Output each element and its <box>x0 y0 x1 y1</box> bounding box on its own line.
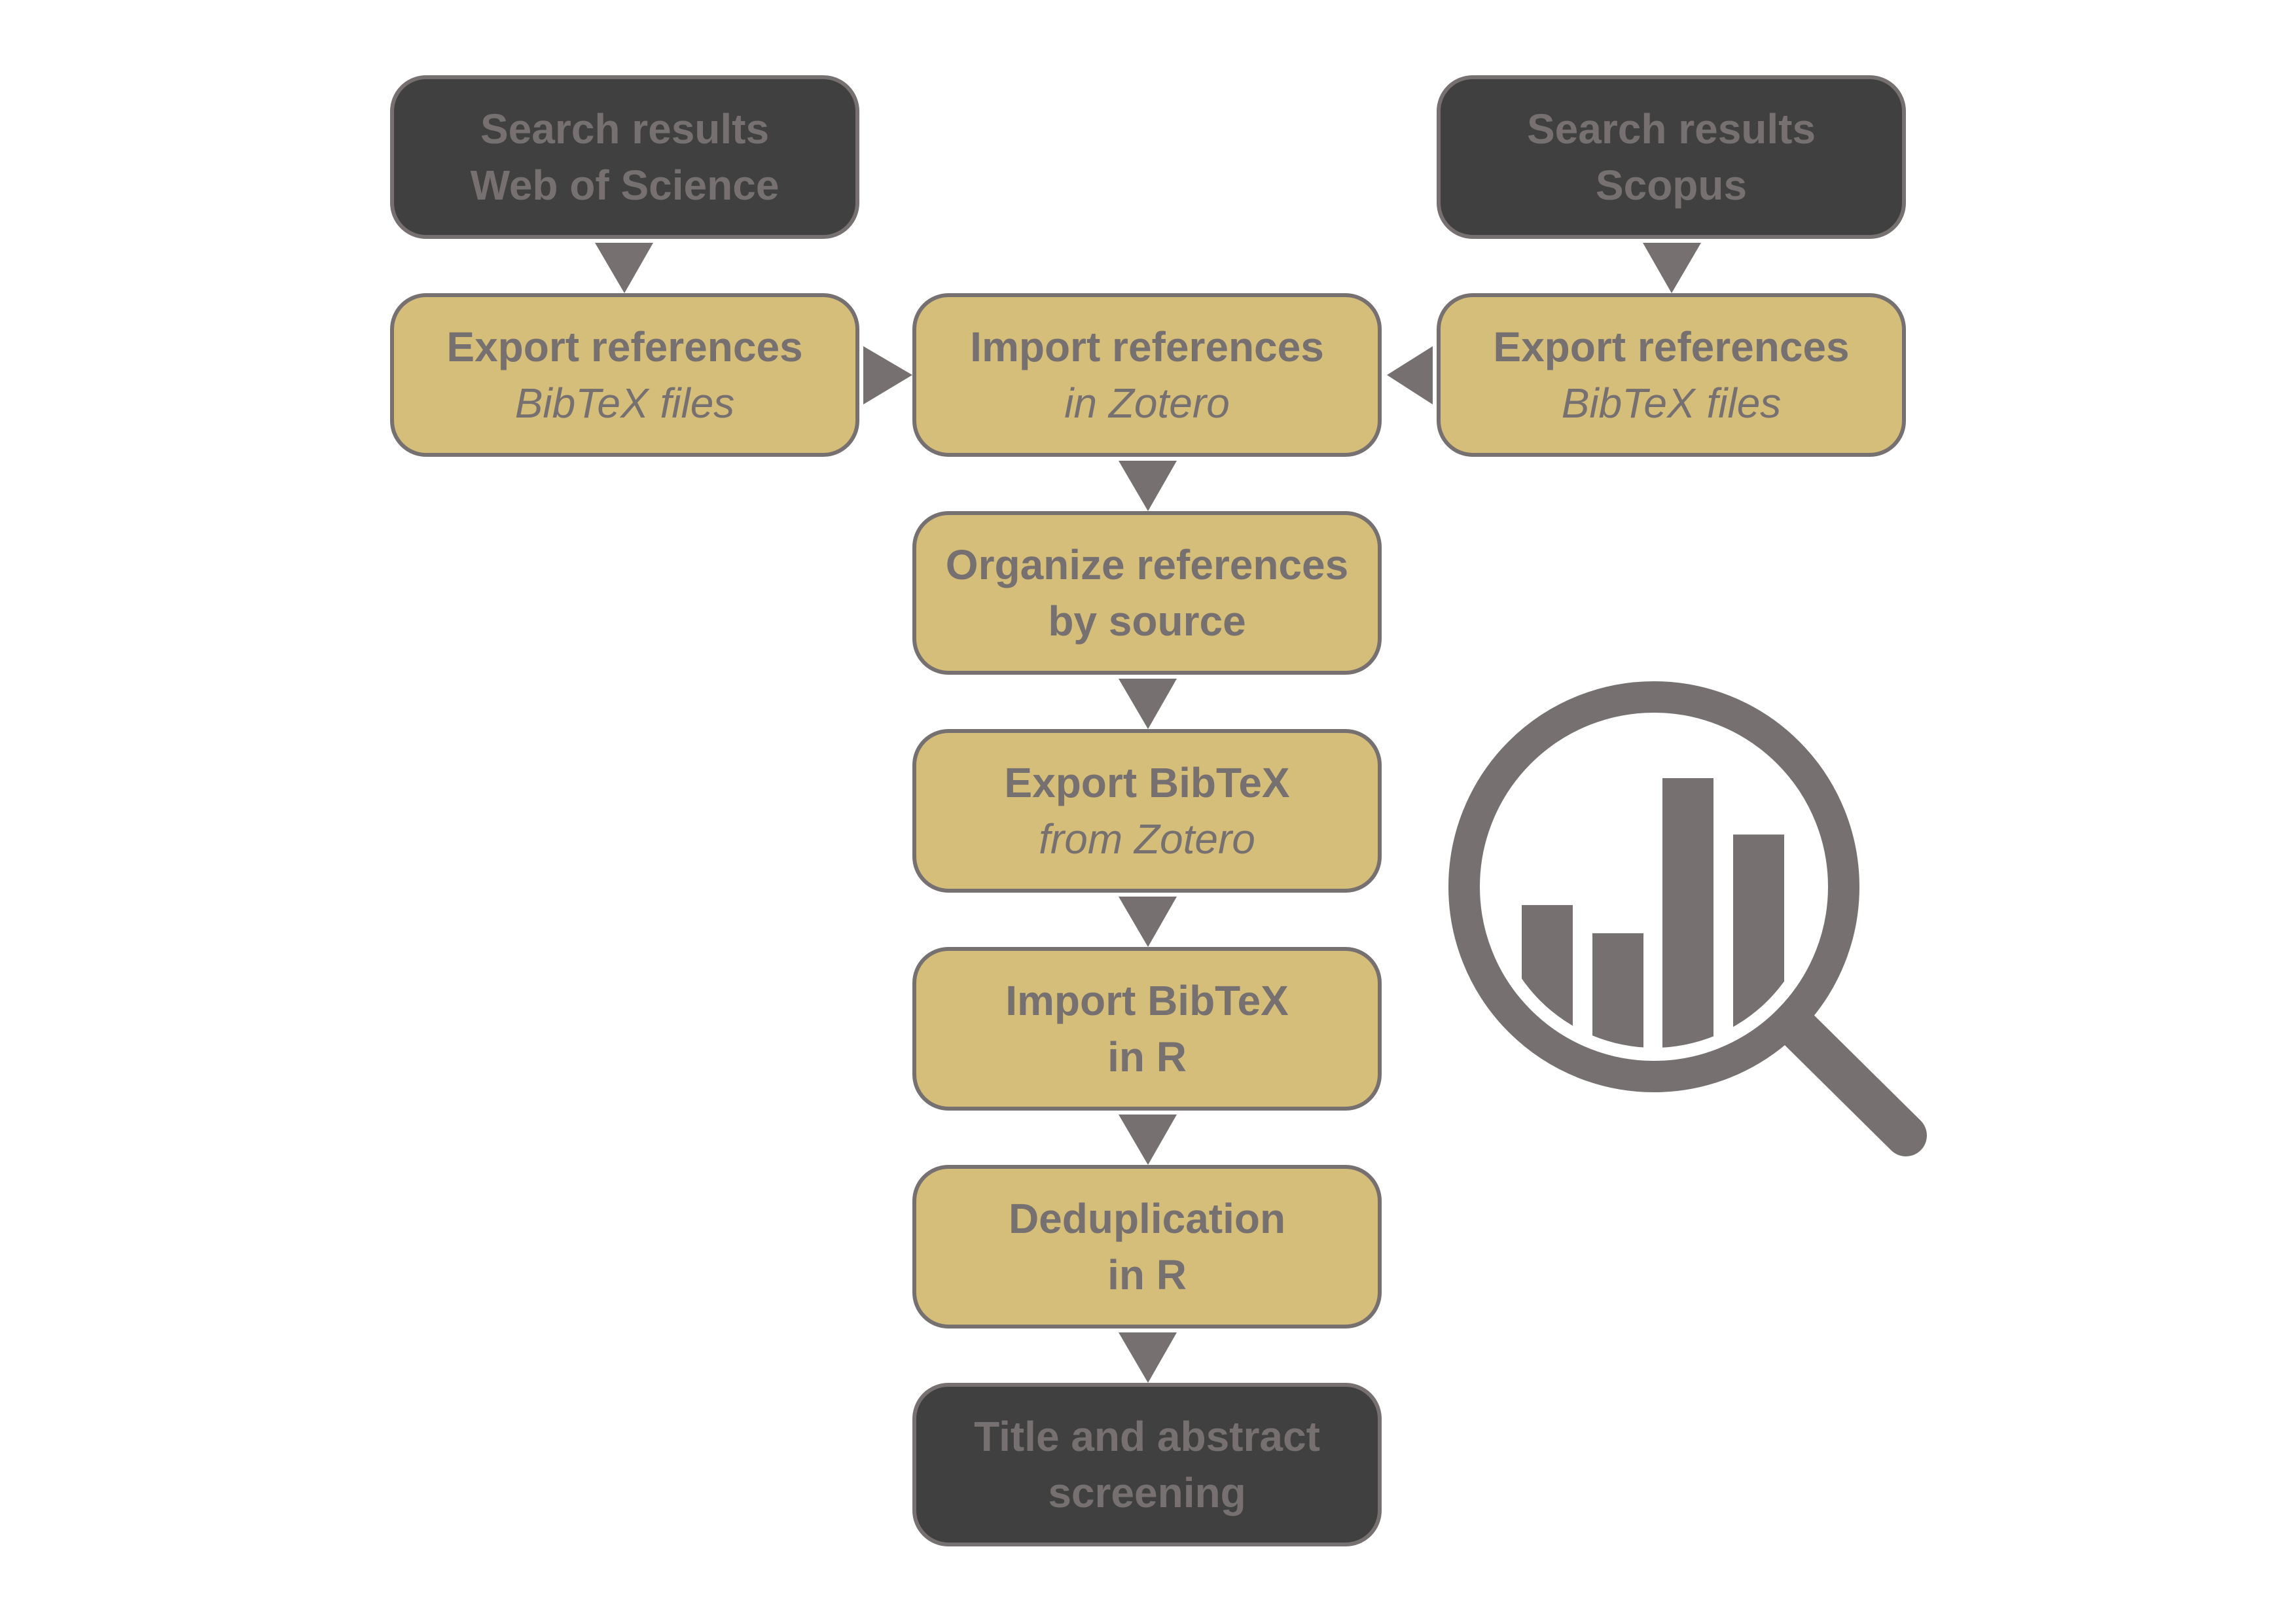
node-title: Organize references <box>945 541 1349 588</box>
node-organize-references: Organize references by source <box>912 511 1382 675</box>
node-deduplication-r: Deduplication in R <box>912 1165 1382 1329</box>
node-subtitle: in R <box>1107 1033 1187 1080</box>
arrow-import-zotero-to-organize <box>1119 461 1177 511</box>
magnifier-ring <box>1448 681 1859 1092</box>
node-import-bibtex-r: Import BibTeX in R <box>912 947 1382 1111</box>
arrow-dedup-to-screening <box>1119 1332 1177 1383</box>
icon-bar <box>1662 778 1713 1048</box>
arrow-export-wos-to-import-zotero <box>863 346 912 404</box>
node-title: Import BibTeX <box>1005 977 1289 1024</box>
node-title: Export references <box>1493 323 1850 370</box>
arrow-search-scopus-to-export-scopus <box>1643 243 1701 293</box>
arrow-search-wos-to-export-wos <box>595 243 653 293</box>
arrow-export-bibtex-to-import-r <box>1119 897 1177 947</box>
node-subtitle: BibTeX files <box>1561 380 1782 427</box>
node-subtitle: in R <box>1107 1251 1187 1298</box>
node-subtitle: BibTeX files <box>514 380 735 427</box>
node-export-bibtex-zotero: Export BibTeX from Zotero <box>912 729 1382 893</box>
arrow-import-r-to-dedup <box>1119 1115 1177 1165</box>
node-subtitle: from Zotero <box>1039 815 1255 863</box>
node-subtitle: Scopus <box>1595 162 1748 209</box>
node-subtitle: in Zotero <box>1064 380 1230 427</box>
node-title: Deduplication <box>1008 1195 1286 1242</box>
node-title: Export BibTeX <box>1004 759 1290 806</box>
node-subtitle: by source <box>1048 597 1246 645</box>
node-title: Search results <box>1526 105 1816 152</box>
node-title: Title and abstract <box>974 1413 1320 1460</box>
node-title-abstract-screening: Title and abstract screening <box>912 1383 1382 1546</box>
node-import-references-zotero: Import references in Zotero <box>912 293 1382 457</box>
arrow-export-scopus-to-import-zotero <box>1387 346 1433 404</box>
node-subtitle: screening <box>1048 1469 1246 1516</box>
node-subtitle: Web of Science <box>470 162 780 209</box>
node-title: Export references <box>446 323 803 370</box>
arrow-organize-to-export-bibtex <box>1119 679 1177 729</box>
magnifier-handle <box>1772 1003 1927 1156</box>
icon-bar <box>1592 933 1643 1048</box>
node-title: Search results <box>480 105 770 152</box>
node-title: Import references <box>970 323 1324 370</box>
